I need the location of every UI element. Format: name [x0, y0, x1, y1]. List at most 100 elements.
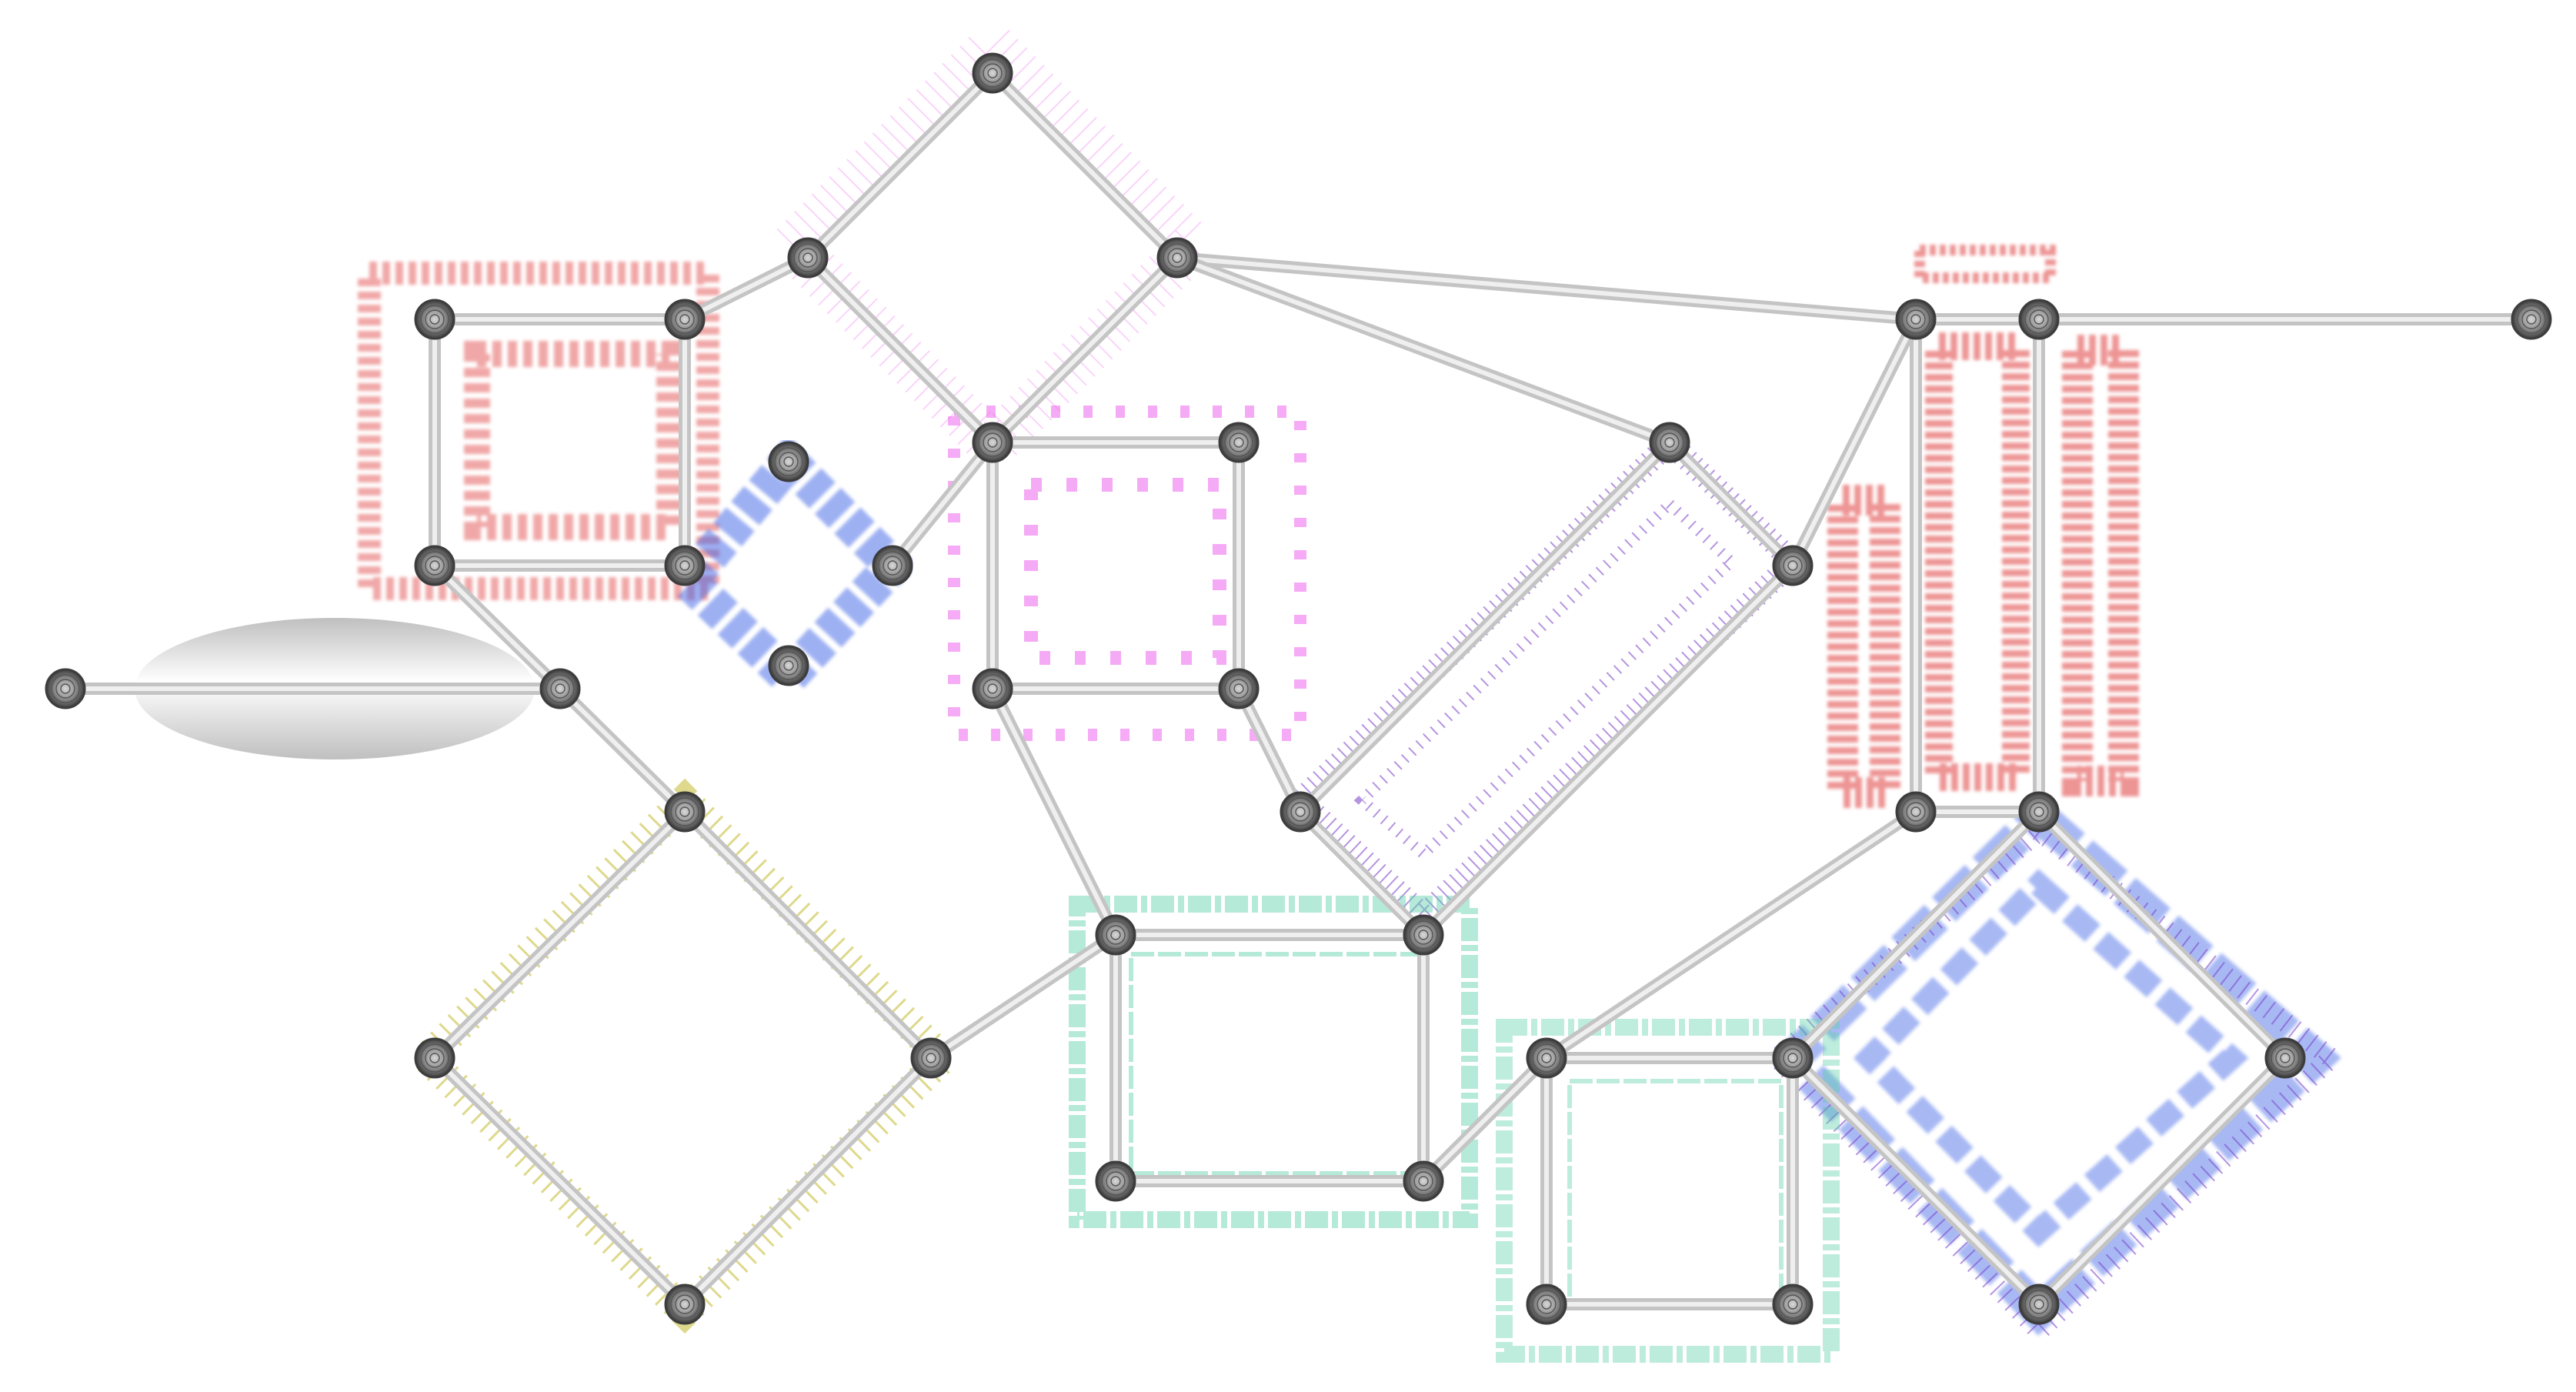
edge-highlight-B-V	[558, 686, 687, 814]
node-ring	[1167, 248, 1187, 268]
magenta-square-cluster	[948, 406, 1306, 741]
edge-highlight-M-H	[890, 441, 995, 567]
node-ring	[987, 437, 998, 448]
node-ring	[2024, 305, 2054, 334]
node-ring	[670, 305, 699, 334]
node-ring	[793, 243, 823, 272]
edge-highlight-L-M	[990, 255, 1180, 445]
edge-highlight-AK-AL	[2037, 809, 2287, 1060]
graph-node-V	[664, 791, 706, 833]
node-ring	[1290, 802, 1310, 822]
edge-highlight-W-V	[432, 809, 687, 1060]
node-ring	[1910, 806, 1921, 817]
teal-small-square-cluster	[1496, 1019, 1840, 1363]
node-ring	[878, 551, 907, 580]
node-ring	[783, 660, 794, 671]
node-ring	[420, 1043, 449, 1073]
node-ring	[679, 1299, 690, 1310]
node-ring	[983, 679, 1003, 699]
graph-node-K	[787, 237, 829, 279]
node-ring	[429, 1053, 440, 1063]
node-ring	[1224, 428, 1253, 457]
node-ring	[1783, 1294, 1803, 1314]
node-ring	[779, 452, 799, 472]
violet-rectangle-cluster	[1283, 426, 1810, 932]
node-ring	[1532, 1290, 1561, 1319]
node-ring	[779, 656, 799, 676]
edge-highlight-M-K	[806, 255, 995, 445]
edge-highlight-AD-AK	[1790, 809, 2041, 1060]
edge-highlight-T-R	[1298, 440, 1672, 814]
edge-highlight-L-AG	[1176, 255, 1917, 322]
node-ring	[1286, 797, 1315, 826]
node-ring	[675, 802, 695, 822]
graph-node-G	[768, 441, 809, 482]
graph-node-C	[414, 299, 455, 340]
edge-highlight-X-Y	[682, 1056, 933, 1307]
node-ring	[1778, 551, 1807, 580]
node-ring	[429, 560, 440, 571]
node-ring	[2029, 309, 2049, 329]
graph-node-AL	[2264, 1037, 2306, 1079]
node-ring	[2271, 1043, 2300, 1073]
graph-node-AC	[1526, 1037, 1567, 1079]
node-ring	[1413, 1171, 1433, 1191]
graph-node-AA	[1095, 1160, 1136, 1202]
node-ring	[1901, 797, 1930, 826]
node-ring	[429, 314, 440, 325]
teal-square-cluster	[1069, 896, 1478, 1228]
node-ring	[1906, 309, 1926, 329]
node-ring	[420, 551, 449, 580]
node-ring	[675, 1294, 695, 1314]
graph-node-AG	[1895, 299, 1937, 340]
edge-highlight-AB-AC	[1421, 1056, 1549, 1183]
node-ring	[1229, 679, 1249, 699]
graph-node-X	[910, 1037, 952, 1079]
node-ring	[670, 551, 699, 580]
graph-node-AH	[2018, 299, 2060, 340]
node-ring	[555, 683, 566, 694]
node-ring	[550, 679, 570, 699]
node-ring	[1655, 428, 1684, 457]
magenta-diamond-cluster	[759, 13, 1226, 479]
red-vertical-clusters	[1827, 245, 2139, 808]
graph-node-W	[414, 1037, 455, 1079]
node-ring	[883, 556, 903, 576]
node-ring	[679, 806, 690, 817]
node-ring	[2024, 797, 2054, 826]
node-ring	[887, 560, 898, 571]
node-ring	[1664, 437, 1675, 448]
node-ring	[774, 447, 803, 476]
node-ring	[1224, 674, 1253, 703]
node-ring	[2034, 806, 2044, 817]
node-ring	[679, 314, 690, 325]
node-ring	[1537, 1294, 1557, 1314]
graph-node-N	[1218, 422, 1260, 463]
graph-node-L	[1156, 237, 1198, 279]
node-ring	[802, 252, 813, 263]
node-ring	[798, 248, 818, 268]
node-ring	[1778, 1290, 1807, 1319]
node-layer	[45, 52, 2552, 1325]
node-ring	[1787, 1053, 1798, 1063]
node-ring	[1295, 806, 1306, 817]
edge-highlight-AL-AM	[2037, 1056, 2287, 1307]
edge-highlight-AM-AD	[1790, 1056, 2041, 1307]
graph-node-H	[872, 545, 913, 586]
node-ring	[1409, 920, 1438, 950]
graph-node-S	[1772, 545, 1814, 586]
edge-highlight-S-U	[1421, 563, 1795, 937]
node-ring	[1537, 1048, 1557, 1068]
graph-node-F	[664, 545, 706, 586]
graph-node-M	[972, 422, 1013, 463]
node-ring	[2275, 1048, 2295, 1068]
graph-node-Q	[1218, 668, 1260, 709]
graph-node-AE	[1526, 1284, 1567, 1325]
graph-node-E	[414, 545, 455, 586]
node-ring	[1541, 1299, 1552, 1310]
edge-highlight-D-K	[683, 255, 809, 322]
node-ring	[546, 674, 575, 703]
node-ring	[1418, 930, 1429, 940]
edge-highlight-U-T	[1298, 809, 1426, 937]
